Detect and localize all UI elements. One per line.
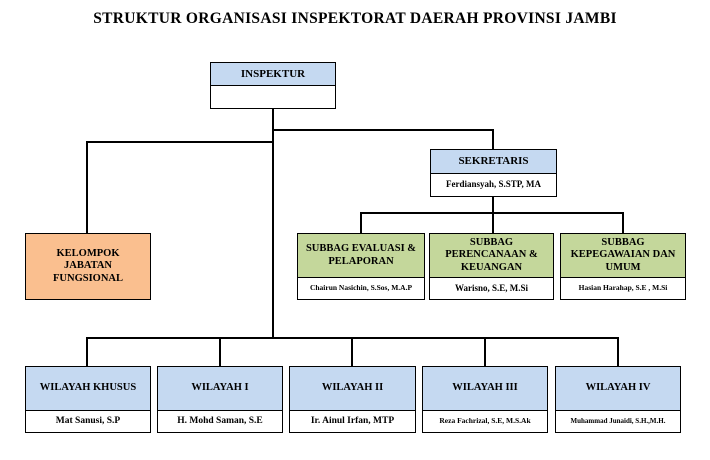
fungsional-label: KELOMPOK JABATAN FUNGSIONAL: [52, 248, 123, 284]
subbag-label: SUBBAG EVALUASI & PELAPORAN: [298, 234, 424, 277]
fungsional-box: KELOMPOK JABATAN FUNGSIONAL: [25, 233, 151, 300]
inspektur-holder: [211, 85, 335, 108]
chart-title: STRUKTUR ORGANISASI INSPEKTORAT DAERAH P…: [93, 10, 617, 27]
wilayah-holder: Muhammad Junaidi, S.H.,M.H.: [556, 410, 680, 432]
wilayah-holder: Reza Fachrizal, S.E, M.S.Ak: [423, 410, 547, 432]
wilayah-label: WILAYAH KHUSUS: [26, 367, 150, 410]
subbag-holder: Warisno, S.E, M.Si: [430, 277, 553, 299]
subbag-box-evaluasi: SUBBAG EVALUASI & PELAPORAN Chairun Nasi…: [297, 233, 425, 300]
subbag-box-kepegawaian: SUBBAG KEPEGAWAIAN DAN UMUM Hasian Harah…: [560, 233, 686, 300]
sekretaris-label: SEKRETARIS: [431, 150, 556, 173]
sekretaris-box: SEKRETARIS Ferdiansyah, S.STP, MA: [430, 149, 557, 197]
wilayah-box-iv: WILAYAH IV Muhammad Junaidi, S.H.,M.H.: [555, 366, 681, 433]
subbag-box-perencanaan: SUBBAG PERENCANAAN & KEUANGAN Warisno, S…: [429, 233, 554, 300]
wilayah-label: WILAYAH III: [423, 367, 547, 410]
wilayah-label: WILAYAH IV: [556, 367, 680, 410]
sekretaris-holder: Ferdiansyah, S.STP, MA: [431, 173, 556, 196]
wilayah-box-iii: WILAYAH III Reza Fachrizal, S.E, M.S.Ak: [422, 366, 548, 433]
wilayah-label: WILAYAH II: [290, 367, 415, 410]
wilayah-holder: Ir. Ainul Irfan, MTP: [290, 410, 415, 432]
subbag-label: SUBBAG PERENCANAAN & KEUANGAN: [430, 234, 553, 277]
wilayah-holder: H. Mohd Saman, S.E: [158, 410, 282, 432]
wilayah-holder: Mat Sanusi, S.P: [26, 410, 150, 432]
wilayah-box-i: WILAYAH I H. Mohd Saman, S.E: [157, 366, 283, 433]
wilayah-label: WILAYAH I: [158, 367, 282, 410]
wilayah-box-ii: WILAYAH II Ir. Ainul Irfan, MTP: [289, 366, 416, 433]
inspektur-label: INSPEKTUR: [211, 63, 335, 85]
subbag-holder: Chairun Nasichin, S.Sos, M.A.P: [298, 277, 424, 299]
subbag-holder: Hasian Harahap, S.E , M.Si: [561, 277, 685, 299]
inspektur-box: INSPEKTUR: [210, 62, 336, 109]
subbag-label: SUBBAG KEPEGAWAIAN DAN UMUM: [561, 234, 685, 277]
wilayah-box-khusus: WILAYAH KHUSUS Mat Sanusi, S.P: [25, 366, 151, 433]
